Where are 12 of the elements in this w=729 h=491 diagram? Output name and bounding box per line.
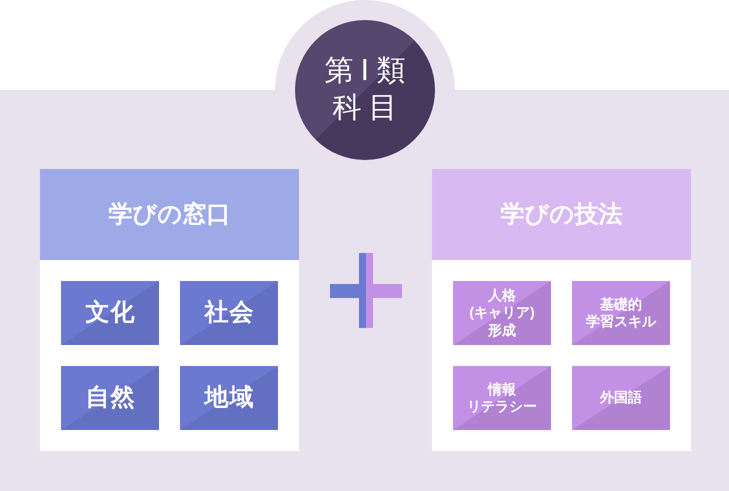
panel-header: 学びの技法 xyxy=(432,169,691,260)
skill-tile: 基礎的学習スキル xyxy=(572,281,670,345)
skill-tile: 人格(キャリア)形成 xyxy=(453,281,551,345)
subject-tile: 文化 xyxy=(61,281,159,345)
skill-tile: 外国語 xyxy=(572,366,670,430)
subject-tile: 社会 xyxy=(180,281,278,345)
panel-header: 学びの窓口 xyxy=(40,169,299,260)
subject-tile: 地域 xyxy=(180,366,278,430)
skill-tile: 情報リテラシー xyxy=(453,366,551,430)
subject-tile: 自然 xyxy=(61,366,159,430)
category-panel xyxy=(40,169,299,451)
category-panel xyxy=(432,169,691,451)
